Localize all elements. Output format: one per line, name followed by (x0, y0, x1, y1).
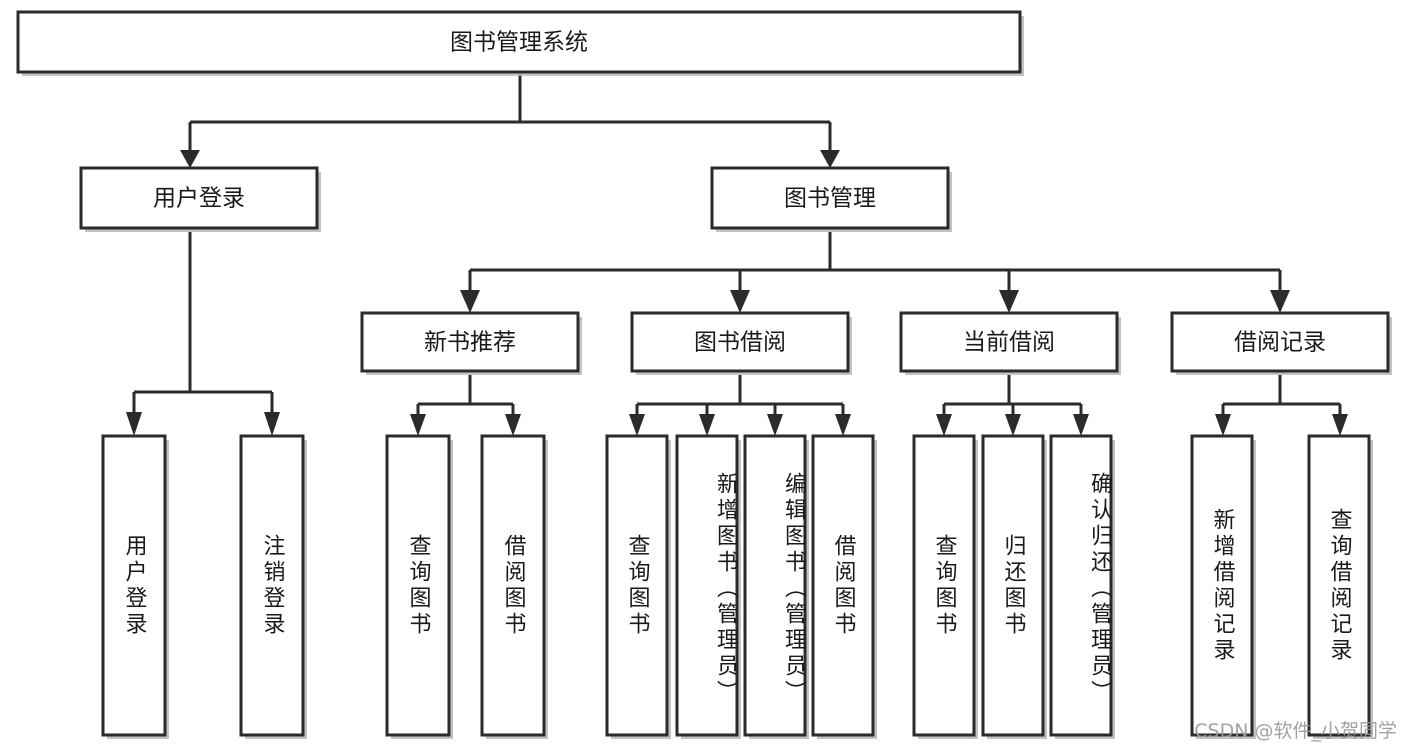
arrow-to-current-borrow (999, 290, 1019, 313)
arrow-to-leaf-query-book-2 (629, 414, 645, 436)
connector-group-root (180, 74, 840, 168)
arrow-to-leaf-query-book-1 (410, 414, 426, 436)
leaf-add-book-box[interactable] (675, 434, 739, 737)
arrow-root-to-book-manage (820, 150, 840, 168)
leaf-return-book-box[interactable] (981, 434, 1045, 737)
node-book-manage-box[interactable] (710, 166, 950, 230)
arrow-to-book-borrow (730, 290, 750, 313)
node-book-manage-label: 图书管理 (784, 186, 876, 212)
leaf-confirm-return-box[interactable] (1049, 434, 1113, 737)
leaf-query-book-1-box[interactable] (385, 434, 451, 737)
arrow-to-leaf-add-record (1215, 414, 1231, 436)
connector-group-book-borrow (629, 375, 851, 436)
node-new-book-recommend[interactable]: 新书推荐 (360, 311, 582, 375)
node-book-manage[interactable]: 图书管理 (710, 166, 952, 232)
arrow-to-leaf-user-login (126, 412, 142, 436)
node-root[interactable]: 图书管理系统 (16, 10, 1024, 76)
leaf-query-book-2-box[interactable] (605, 434, 669, 737)
connector-group-current-borrow (936, 375, 1089, 436)
leaf-query-book-3-box[interactable] (912, 434, 976, 737)
arrow-to-borrow-record (1270, 290, 1290, 313)
node-new-book-recommend-box[interactable] (360, 311, 580, 373)
node-borrow-record-box[interactable] (1170, 311, 1390, 373)
node-user-login[interactable]: 用户登录 (79, 166, 321, 232)
node-book-borrow[interactable]: 图书借阅 (630, 311, 852, 375)
node-root-label: 图书管理系统 (450, 30, 588, 56)
leaf-query-record-box[interactable] (1307, 434, 1371, 737)
connector-group-new-book-recommend (410, 375, 521, 436)
node-current-borrow[interactable]: 当前借阅 (899, 311, 1121, 375)
leaf-user-login-box[interactable] (101, 434, 167, 737)
leaf-boxes (101, 434, 1373, 739)
node-new-book-recommend-label: 新书推荐 (424, 330, 516, 356)
node-book-borrow-label: 图书借阅 (694, 330, 786, 356)
connector-group-book-manage (460, 232, 1290, 313)
arrow-to-leaf-borrow-book-2 (835, 414, 851, 436)
leaf-edit-book-box[interactable] (743, 434, 807, 737)
arrow-to-leaf-borrow-book-1 (505, 414, 521, 436)
arrow-to-new-book-recommend (460, 290, 480, 313)
arrow-to-leaf-logout (264, 412, 280, 436)
leaf-add-record-box[interactable] (1190, 434, 1254, 737)
node-current-borrow-label: 当前借阅 (963, 330, 1055, 356)
arrow-to-leaf-edit-book (767, 414, 783, 436)
leaf-logout-box[interactable] (239, 434, 305, 737)
connector-group-borrow-record (1215, 375, 1348, 436)
node-root-box[interactable] (16, 10, 1022, 74)
arrow-to-leaf-confirm-return (1073, 414, 1089, 436)
connector-group-user-login (126, 232, 280, 436)
arrow-to-leaf-return-book (1005, 414, 1021, 436)
arrow-to-leaf-add-book (699, 414, 715, 436)
csdn-watermark: CSDN @软件_小贺同学 (1194, 720, 1397, 742)
node-user-login-box[interactable] (79, 166, 319, 230)
node-user-login-label: 用户登录 (153, 186, 245, 212)
node-current-borrow-box[interactable] (899, 311, 1119, 373)
leaf-borrow-book-2-box[interactable] (811, 434, 875, 737)
node-borrow-record[interactable]: 借阅记录 (1170, 311, 1392, 375)
arrow-root-to-user-login (180, 150, 200, 168)
arrow-to-leaf-query-record (1332, 414, 1348, 436)
node-borrow-record-label: 借阅记录 (1234, 330, 1326, 356)
arrow-to-leaf-query-book-3 (936, 414, 952, 436)
node-book-borrow-box[interactable] (630, 311, 850, 373)
leaf-borrow-book-1-box[interactable] (480, 434, 546, 737)
